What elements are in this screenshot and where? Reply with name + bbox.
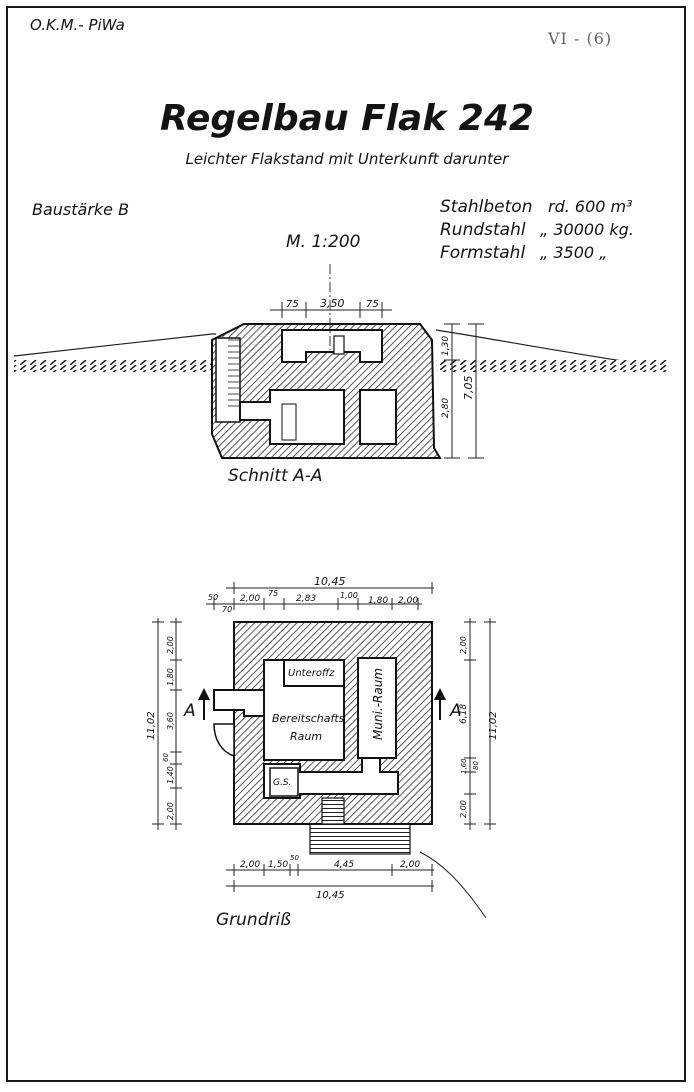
entrance-bay <box>213 723 235 758</box>
ground-band-left <box>14 360 212 372</box>
section-dim-top <box>270 302 392 318</box>
plan-dim-left-overall: 11,02 <box>146 711 157 740</box>
gun-pit <box>281 329 383 363</box>
plan-dim-left-p1: 2,00 <box>166 636 175 654</box>
material-value-formstahl: „ 3500 „ <box>540 243 608 262</box>
sheet-number: VI - (6) <box>548 29 613 48</box>
plan-dim-left-p4: 60 <box>162 753 170 762</box>
construction-strength: Baustärke B <box>32 200 130 219</box>
label-unteroffz: Unteroffz <box>288 668 335 679</box>
plan-dim-left-p3: 3,60 <box>166 712 175 730</box>
room-bereitschaft <box>263 659 345 761</box>
plan-dim-top <box>206 582 434 610</box>
section-room-right <box>359 389 397 445</box>
label-gs: G.S. <box>273 778 291 788</box>
floor-plan: Unteroffz Bereitschafts Raum Muni.-Raum … <box>146 575 499 919</box>
room-munition <box>357 657 397 759</box>
plan-dim-top-p7: 1,80 <box>368 596 388 606</box>
plan-caption: Grundriß <box>216 910 291 930</box>
plan-dim-bottom-p3: 50 <box>290 854 299 862</box>
section-marker-left-label: A <box>183 701 196 721</box>
drawing-sheet <box>6 6 686 1082</box>
ground-band-right <box>436 360 668 372</box>
plan-dim-bottom-overall: 10,45 <box>316 890 345 901</box>
label-munition: Muni.-Raum <box>371 668 385 740</box>
plan-dim-bottom <box>226 864 434 892</box>
material-label-rundstahl: Rundstahl <box>440 220 526 240</box>
plan-dim-right-p3: 1,60 <box>460 758 468 774</box>
entry-shaft <box>215 337 241 423</box>
plan-dim-top-p8: 2,00 <box>398 596 418 606</box>
plan-dim-top-p3: 2,00 <box>240 594 260 604</box>
material-label-stahlbeton: Stahlbeton <box>440 197 533 217</box>
drawing-subtitle: Leichter Flakstand mit Unterkunft darunt… <box>185 150 509 168</box>
section-dim-right <box>444 323 484 459</box>
section-a-a: 75 3,50 75 1,30 2,80 7,05 <box>13 264 669 459</box>
plan-dim-right-p5: 2,00 <box>459 800 468 818</box>
room-unteroffz <box>283 659 345 687</box>
material-value-stahlbeton: rd. 600 m³ <box>548 197 633 216</box>
material-label-formstahl: Formstahl <box>440 243 526 263</box>
plan-dim-right <box>464 618 496 830</box>
label-bereitschaft-raum: Raum <box>290 730 322 743</box>
plan-dim-right-overall: 11,02 <box>488 711 499 740</box>
plan-dim-top-overall: 10,45 <box>314 575 346 588</box>
access-path <box>419 851 487 919</box>
material-value-rundstahl: „ 30000 kg. <box>540 220 634 239</box>
drawing-code-left: O.K.M.- PiWa <box>30 16 125 34</box>
section-caption: Schnitt A-A <box>228 466 323 486</box>
plan-dim-right-p2: 6,18 <box>459 704 469 724</box>
plan-dim-left-p2: 1,80 <box>166 668 175 686</box>
section-dim-right-2: 2,80 <box>441 398 451 418</box>
plan-dim-left-p6: 2,00 <box>166 802 175 820</box>
plan-dim-top-p6: 1,00 <box>340 591 358 600</box>
stair-well <box>309 823 411 855</box>
section-dim-top-2: 3,50 <box>320 297 345 310</box>
section-door <box>281 403 297 441</box>
plan-dim-left <box>152 618 182 830</box>
plan-dim-left-p5: 1,40 <box>166 766 175 784</box>
section-dim-top-3: 75 <box>366 299 379 310</box>
entry-ladder <box>228 339 240 407</box>
drawing-title: Regelbau Flak 242 <box>160 98 534 139</box>
section-dim-top-1: 75 <box>286 299 299 310</box>
plan-dim-top-p4: 75 <box>268 589 278 598</box>
plan-dim-bottom-p1: 2,00 <box>240 860 260 870</box>
plan-dim-right-p4: 80 <box>472 761 480 770</box>
label-bereitschaft: Bereitschafts <box>272 712 345 725</box>
plan-dim-bottom-p4: 4,45 <box>334 860 354 870</box>
plan-dim-top-p1: 50 <box>208 593 218 602</box>
plan-dim-bottom-p2: 1,50 <box>268 860 288 870</box>
plan-dim-right-p1: 2,00 <box>459 636 468 654</box>
plan-dim-bottom-p5: 2,00 <box>400 860 420 870</box>
room-gs <box>269 767 299 797</box>
plan-dim-top-p5: 2,83 <box>296 594 316 604</box>
section-marker-left <box>198 688 210 720</box>
section-dim-right-1: 1,30 <box>441 336 451 356</box>
pit-pedestal <box>333 335 345 355</box>
section-marker-right <box>434 688 446 720</box>
plan-dim-top-p2: 70 <box>222 605 232 614</box>
drawing-scale: M. 1:200 <box>286 232 361 252</box>
section-dim-right-3: 7,05 <box>462 376 475 401</box>
entrance-passage <box>213 689 265 717</box>
section-marker-right-label: A <box>449 701 462 721</box>
